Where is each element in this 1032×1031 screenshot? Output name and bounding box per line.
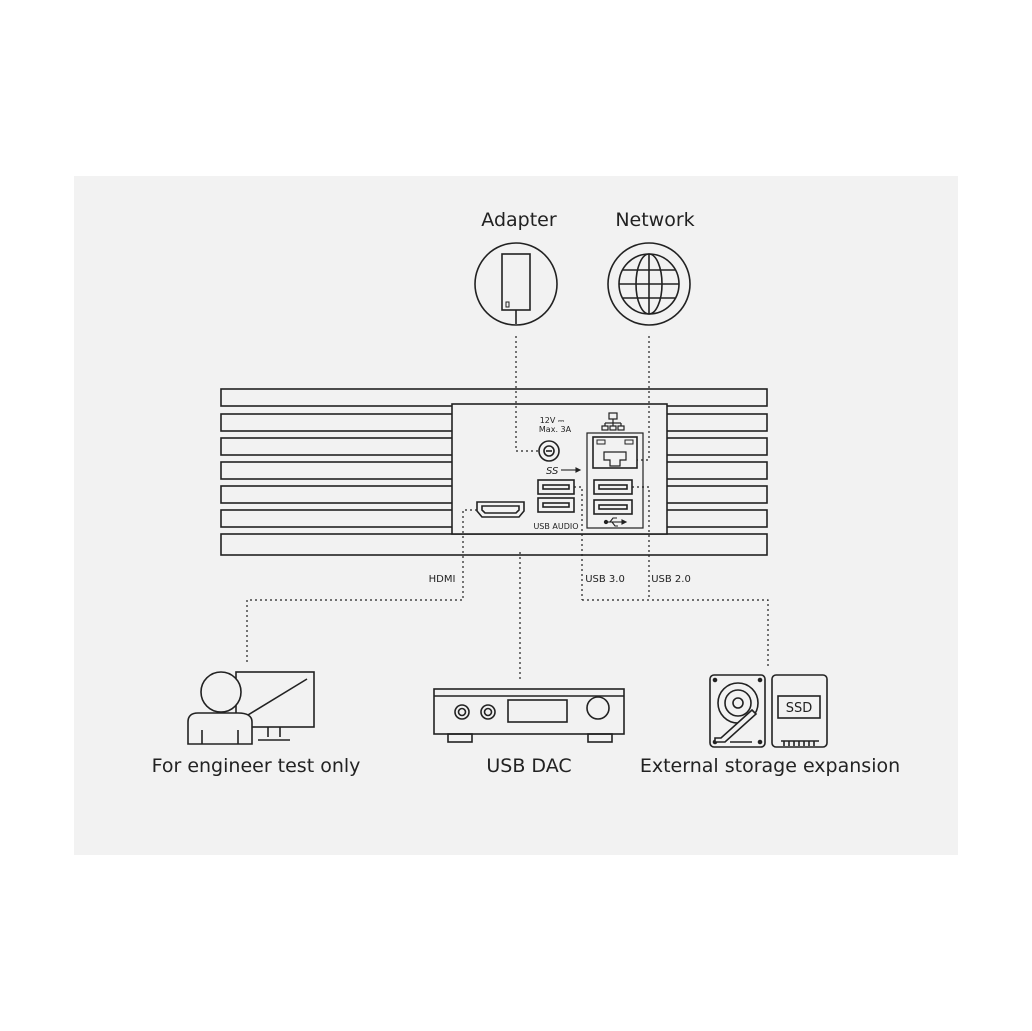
storage-connector [582,599,769,667]
hdmi-connector [246,509,477,665]
power-voltage-label: 12V ⎓ [539,416,565,425]
dc-power-port [538,440,560,462]
power-current-label: Max. 3A [538,425,572,434]
ethernet-port-group [586,412,644,529]
adapter-label: Adapter [481,209,557,231]
usb-dac-icon [433,688,625,743]
ssd-icon [771,674,828,748]
globe-icon [607,242,691,326]
adapter-icon [474,242,558,326]
usb2-connector [632,486,650,600]
engineer-caption: For engineer test only [151,755,361,777]
superspeed-usb-mark: SS [546,466,559,477]
superspeed-usb-icon [561,467,582,473]
network-connector [637,336,650,461]
network-label: Network [615,209,695,231]
connector-lines [246,336,769,680]
storage-caption: External storage expansion [639,755,901,777]
ethernet-port [592,436,638,469]
ssd-label: SSD [786,701,813,716]
engineer-monitor-icon [187,671,315,745]
usb20-label: USB 2.0 [651,574,691,585]
hdd-icon [709,674,766,748]
usb2-port-bottom [593,499,633,515]
ethernet-icon [601,412,625,431]
hdmi-label: HDMI [428,574,456,585]
usb-dac-caption: USB DAC [486,755,572,777]
hdmi-port [476,501,525,518]
usb30-label: USB 3.0 [585,574,625,585]
usb-icon [603,517,628,527]
device-chassis [220,388,768,556]
usb-audio-label: USB AUDIO [533,522,579,531]
adapter-connector [515,336,539,452]
usb3-port-bottom [537,497,575,513]
